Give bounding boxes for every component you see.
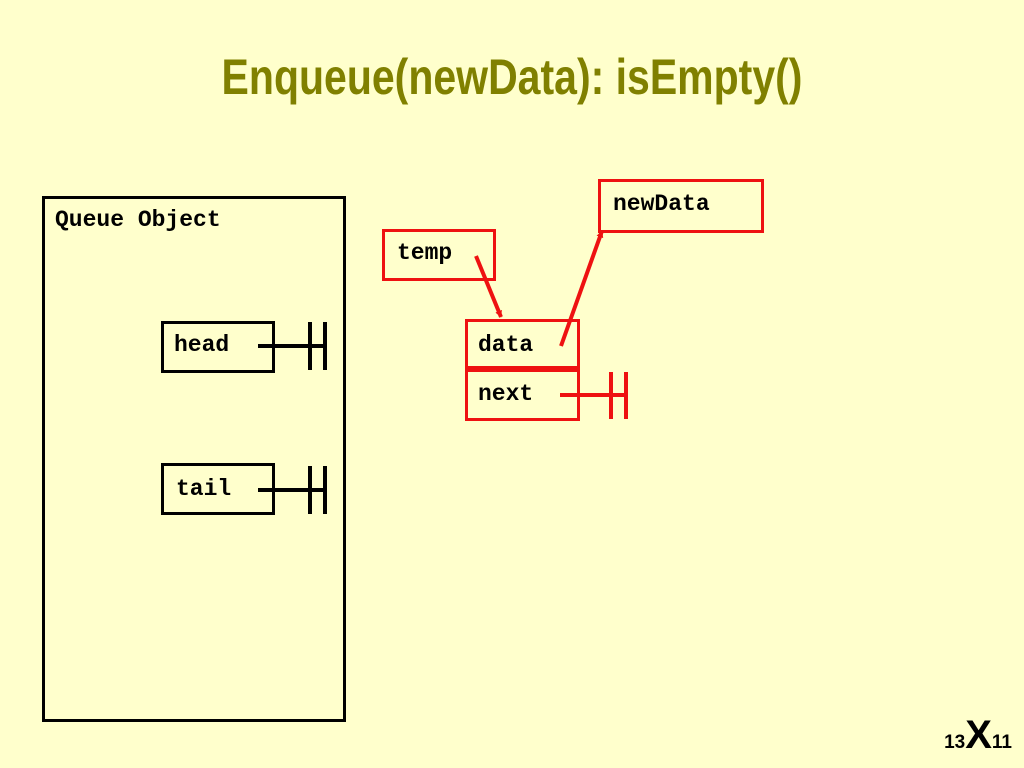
- head-field: head: [161, 321, 275, 373]
- node-next-field: next: [465, 369, 580, 421]
- slide-number-x: X: [965, 713, 992, 757]
- slide-number-right: 11: [991, 732, 1012, 753]
- node-data-field: data: [465, 319, 580, 369]
- newdata-box: newData: [598, 179, 764, 233]
- newdata-label: newData: [613, 191, 710, 217]
- slide-number-left: 13: [944, 732, 966, 753]
- temp-pointer-box: temp: [382, 229, 496, 281]
- slide-title: Enqueue(newData): isEmpty(): [221, 49, 803, 105]
- slide-number: 13X11: [944, 713, 1012, 758]
- queue-object-label: Queue Object: [55, 207, 221, 233]
- tail-field-label: tail: [176, 476, 232, 502]
- queue-object-box: Queue Object: [42, 196, 346, 722]
- temp-label: temp: [397, 240, 453, 266]
- node-data-label: data: [478, 332, 534, 358]
- tail-field: tail: [161, 463, 275, 515]
- node-next-label: next: [478, 381, 534, 407]
- head-field-label: head: [174, 332, 230, 358]
